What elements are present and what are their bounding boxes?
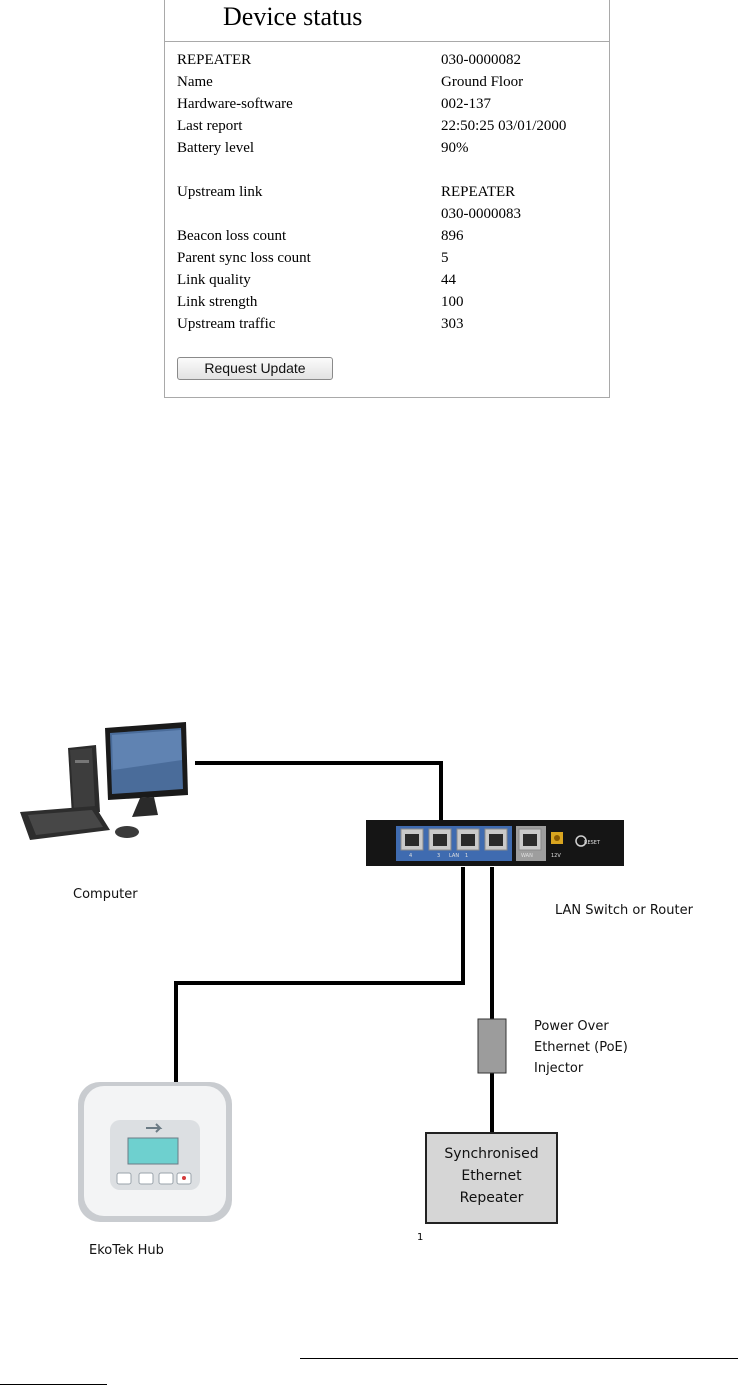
port-label: RESET	[584, 840, 601, 846]
port-label: LAN	[449, 853, 460, 859]
ekotek-hub-icon	[78, 1082, 232, 1222]
poe-caption-line: Ethernet (PoE)	[534, 1040, 628, 1055]
row-value: 5	[441, 250, 449, 266]
row-label: Beacon loss count	[177, 228, 287, 244]
repeater-caption-line: Synchronised	[444, 1146, 539, 1162]
cables	[174, 761, 494, 1133]
poe-caption: Power Over Ethernet (PoE) Injector	[534, 1016, 628, 1079]
row-value: 030-0000083	[441, 206, 521, 222]
row-value: 303	[441, 316, 464, 332]
hub-caption: EkoTek Hub	[89, 1243, 164, 1258]
row-value: 100	[441, 294, 464, 310]
poe-caption-line: Injector	[534, 1061, 584, 1076]
row-label: Parent sync loss count	[177, 250, 311, 266]
repeater-caption-line: Ethernet	[461, 1168, 522, 1184]
lan-switch-icon	[366, 820, 624, 866]
row-value: REPEATER	[441, 184, 516, 200]
footnote-rule	[300, 1358, 738, 1359]
title-divider	[165, 41, 609, 42]
repeater-caption-line: Repeater	[459, 1190, 524, 1206]
row-label: Upstream traffic	[177, 316, 276, 332]
row-value: 002-137	[441, 96, 491, 112]
row-value: 030-0000082	[441, 52, 521, 68]
switch-caption: LAN Switch or Router	[555, 903, 693, 918]
port-label: 12V	[551, 853, 561, 859]
row-label: Link strength	[177, 294, 258, 310]
row-label: Hardware-software	[177, 96, 293, 112]
row-label: Link quality	[177, 272, 251, 288]
footnote-mark: 1	[417, 1232, 424, 1243]
row-value: Ground Floor	[441, 74, 524, 90]
computer-caption: Computer	[73, 887, 138, 902]
hub-cable	[174, 867, 465, 1082]
port-label: WAN	[521, 853, 533, 859]
port-label: 3	[437, 853, 441, 859]
request-update-button[interactable]: Request Update	[177, 357, 333, 380]
panel-title: Device status	[223, 2, 363, 31]
repeater-box	[425, 1132, 558, 1224]
row-value: 44	[441, 272, 456, 288]
row-label: Name	[177, 74, 213, 90]
row-label: Last report	[177, 118, 243, 134]
computer-icon	[20, 722, 188, 840]
footnote-rule-short	[0, 1384, 107, 1385]
poe-injector-icon	[477, 1018, 507, 1074]
poe-caption-line: Power Over	[534, 1019, 609, 1034]
row-value: 896	[441, 228, 464, 244]
port-label: 1	[465, 853, 469, 859]
row-label: Battery level	[177, 140, 255, 156]
switch-port-labels: 4 3 LAN 1 WAN 12V RESET	[396, 840, 636, 863]
repeater-caption: Synchronised Ethernet Repeater	[426, 1143, 557, 1209]
row-label: REPEATER	[177, 52, 252, 68]
port-label: 4	[409, 853, 413, 859]
row-value: 22:50:25 03/01/2000	[441, 118, 567, 134]
device-status-panel: Device status REPEATER 030-0000082 Name …	[164, 0, 610, 398]
row-value: 90%	[441, 140, 469, 156]
row-label: Upstream link	[177, 184, 263, 200]
